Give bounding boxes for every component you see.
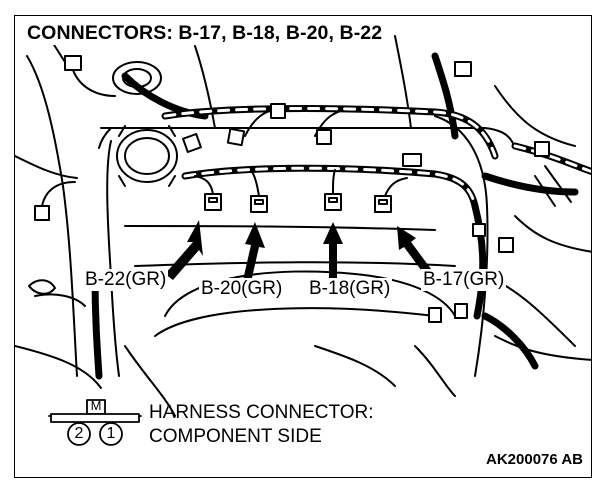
diagram-frame: CONNECTORS: B-17, B-18, B-20, B-22 B-22(… bbox=[14, 15, 592, 478]
arrow-b17 bbox=[397, 226, 434, 278]
legend-line-2: COMPONENT SIDE bbox=[149, 426, 322, 447]
lower-outline bbox=[15, 345, 396, 389]
label-b17: B-17(GR) bbox=[421, 269, 507, 291]
connector-b20 bbox=[250, 169, 268, 213]
engine-illustration bbox=[15, 30, 591, 446]
diagram-title: CONNECTORS: B-17, B-18, B-20, B-22 bbox=[25, 22, 387, 45]
engine-outline bbox=[15, 30, 591, 417]
label-b22: B-22(GR) bbox=[83, 269, 169, 291]
document-id: AK200076 AB bbox=[486, 451, 583, 468]
connector-symbol bbox=[48, 399, 142, 446]
wire-harness-stripes bbox=[163, 107, 591, 208]
arrow-b18 bbox=[323, 222, 343, 278]
arrow-b20 bbox=[243, 222, 265, 282]
symbol-letter: M bbox=[90, 398, 102, 413]
oil-filler-cap bbox=[116, 125, 178, 187]
arrow-b22 bbox=[165, 220, 203, 280]
legend-line-1: HARNESS CONNECTOR: bbox=[149, 402, 374, 423]
grommet bbox=[112, 61, 162, 95]
connector-b22 bbox=[194, 175, 222, 211]
pin-1: 1 bbox=[106, 425, 116, 442]
label-b18: B-18(GR) bbox=[307, 278, 393, 300]
label-b20: B-20(GR) bbox=[199, 278, 285, 300]
connector-b18 bbox=[324, 169, 342, 211]
connector-leads bbox=[41, 69, 116, 207]
pin-2: 2 bbox=[74, 425, 84, 442]
connector-b17 bbox=[374, 177, 408, 213]
